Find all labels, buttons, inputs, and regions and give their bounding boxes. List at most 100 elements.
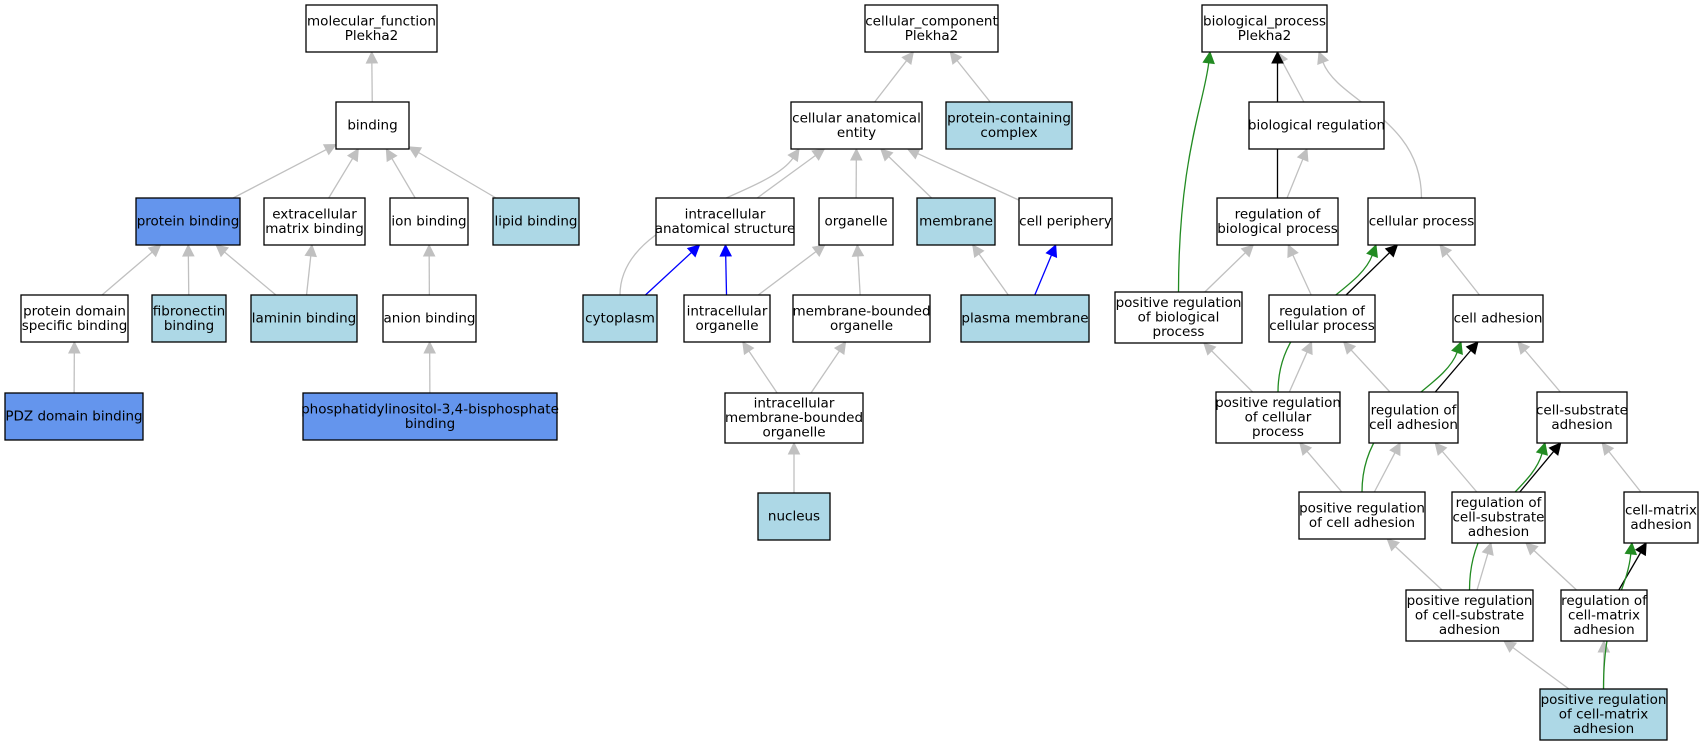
edge-cma-to-csa — [1601, 442, 1642, 493]
node-label: positive regulation — [1116, 295, 1242, 311]
node-label: adhesion — [1573, 622, 1634, 638]
edge-arrowhead — [880, 148, 894, 162]
edge-line — [917, 153, 1020, 201]
edge-arrowhead — [346, 148, 359, 163]
edge-arrowhead — [1203, 342, 1217, 356]
edge-fibronectin-to-protein_binding — [182, 243, 195, 296]
edge-mbo-to-organelle — [851, 243, 865, 296]
edge-prcp-to-prbp — [1203, 342, 1254, 393]
node-cp[interactable]: cellular process — [1367, 197, 1476, 246]
node-pm[interactable]: plasma membrane — [960, 294, 1090, 343]
node-anion[interactable]: anion binding — [382, 294, 477, 343]
edge-rca-to-rcp — [1342, 341, 1391, 393]
node-binding[interactable]: binding — [335, 101, 410, 150]
edge-line — [757, 251, 817, 296]
node-organelle[interactable]: organelle — [818, 197, 894, 246]
edge-arrowhead — [833, 341, 847, 356]
node-pdz[interactable]: PDZ domain binding — [4, 392, 144, 441]
edge-rcsa-to-csa — [1519, 442, 1562, 493]
node-label: membrane-bounded — [792, 303, 930, 319]
node-label: cell-matrix — [1625, 502, 1697, 518]
node-label: binding — [405, 416, 455, 432]
edge-cytoplasm-to-ias — [644, 244, 701, 296]
node-periphery[interactable]: cell periphery — [1018, 197, 1113, 246]
node-label: cell adhesion — [1454, 311, 1543, 327]
node-label: specific binding — [22, 318, 128, 334]
node-label: organelle — [695, 318, 758, 334]
node-label: intracellular — [687, 303, 768, 319]
node-label: protein-containing — [947, 110, 1071, 126]
node-laminin[interactable]: laminin binding — [250, 294, 358, 343]
node-nucleus[interactable]: nucleus — [757, 492, 831, 541]
node-cytoplasm[interactable]: cytoplasm — [582, 294, 658, 343]
edge-protein_binding-to-binding — [232, 143, 337, 199]
node-box — [1367, 197, 1476, 246]
edge-arrowhead — [304, 243, 317, 258]
edge-prcsa-to-prca — [1386, 538, 1443, 591]
node-ca[interactable]: cell adhesion — [1452, 294, 1544, 343]
node-ion_binding[interactable]: ion binding — [389, 197, 469, 246]
node-label: regulation of — [1561, 593, 1648, 609]
node-pip2[interactable]: phosphatidylinositol-3,4-bisphosphatebin… — [301, 392, 559, 441]
node-label: nucleus — [768, 509, 820, 525]
edge-line — [1512, 647, 1570, 690]
edge-membrane-to-cae — [880, 148, 933, 199]
node-box — [263, 197, 366, 246]
node-breg[interactable]: biological regulation — [1248, 101, 1385, 150]
edge-line — [1618, 552, 1642, 591]
edge-rca-to-ca — [1434, 341, 1479, 393]
node-box — [335, 101, 410, 150]
node-box — [864, 4, 999, 53]
edge-arrowhead — [1439, 244, 1453, 258]
node-box — [1268, 294, 1376, 343]
node-membrane[interactable]: membrane — [916, 197, 996, 246]
node-label: molecular_function — [307, 13, 436, 29]
edge-arrowhead — [787, 148, 800, 163]
node-label: regulation of — [1456, 495, 1543, 511]
node-lipid_binding[interactable]: lipid binding — [492, 197, 580, 246]
edge-pm-to-membrane — [972, 244, 1009, 296]
edge-ecm_binding-to-binding — [328, 148, 359, 199]
edge-arrowhead — [1597, 639, 1611, 653]
node-box — [1536, 391, 1628, 444]
node-label: complex — [980, 125, 1037, 141]
edge-rcsa-to-rca — [1434, 442, 1478, 493]
node-label: cell-substrate — [1452, 510, 1544, 526]
edge-nucleus-to-imbo — [787, 441, 801, 493]
node-label: of biological — [1138, 310, 1220, 326]
node-protein_binding[interactable]: protein binding — [135, 197, 241, 246]
edge-line — [1394, 546, 1443, 591]
node-box — [916, 197, 996, 246]
edge-periphery-to-cae — [906, 148, 1020, 201]
edge-pcc-to-cc — [949, 51, 991, 103]
node-box — [818, 197, 894, 246]
edge-arrowhead — [68, 340, 81, 354]
edge-arrowhead — [1434, 442, 1448, 456]
node-label: binding — [164, 318, 214, 334]
node-box — [1114, 291, 1243, 344]
